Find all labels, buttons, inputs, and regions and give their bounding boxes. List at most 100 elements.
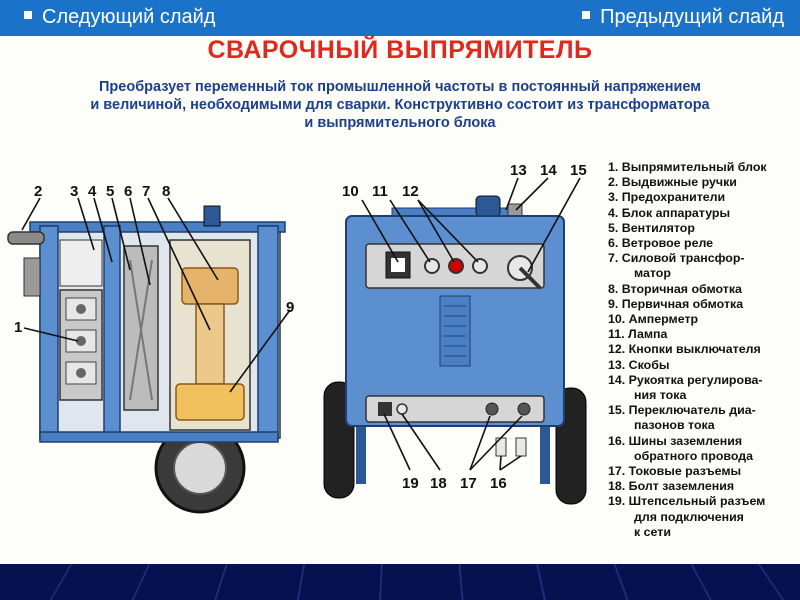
parts-legend: 1. Выпрямительный блок 2. Выдвижные ручк… bbox=[608, 160, 798, 540]
footer-stripe bbox=[379, 564, 383, 600]
legend-item: 1. Выпрямительный блок bbox=[608, 160, 767, 174]
footer-stripe bbox=[757, 564, 785, 600]
legend-item-continuation: для подключения bbox=[634, 509, 744, 524]
callout-labels: 2 3 4 5 6 7 8 9 1 10 11 12 13 14 15 19 1… bbox=[14, 162, 587, 492]
footer-stripe bbox=[296, 564, 306, 600]
vent-slats bbox=[444, 305, 466, 357]
top-rail bbox=[29, 221, 286, 233]
top-handle-knob bbox=[475, 195, 501, 217]
callout-2: 2 bbox=[34, 183, 42, 200]
callout-1: 1 bbox=[14, 319, 22, 336]
pull-out-handle bbox=[7, 231, 45, 245]
legend-item: 6. Ветровое реле bbox=[608, 236, 714, 251]
legend-item: 12. Кнопки выключателя bbox=[608, 342, 761, 357]
fan-blade bbox=[129, 259, 153, 401]
middle-frame-post bbox=[103, 225, 121, 441]
legend-item: 17. Токовые разъемы bbox=[608, 464, 742, 479]
legend-item: 5. Вентилятор bbox=[608, 220, 695, 235]
callout-11: 11 bbox=[372, 183, 388, 200]
description-line: Преобразует переменный ток промышленной … bbox=[99, 79, 701, 95]
front-view bbox=[323, 177, 587, 505]
callout-3: 3 bbox=[70, 183, 78, 200]
callout-18: 18 bbox=[430, 475, 447, 492]
range-switch-lever bbox=[518, 266, 542, 290]
ammeter-dial bbox=[391, 258, 405, 272]
cutaway-leader-lines bbox=[21, 197, 291, 393]
mains-plug-socket bbox=[378, 402, 392, 416]
ground-bus bbox=[515, 437, 527, 457]
description-line: и величиной, необходимыми для сварки. Ко… bbox=[90, 97, 710, 113]
legend-item: 15. Переключатель диа- bbox=[608, 403, 756, 418]
legend-item: 14. Рукоятка регулирова- bbox=[608, 372, 763, 387]
transformer-rod bbox=[195, 303, 225, 385]
callout-6: 6 bbox=[124, 183, 132, 200]
legend-item: 19. Штепсельный разъем bbox=[608, 494, 766, 509]
callout-17: 17 bbox=[460, 475, 477, 492]
switch-button-off bbox=[472, 258, 488, 274]
wheel-hub bbox=[173, 441, 227, 495]
callout-19: 19 bbox=[402, 475, 419, 492]
secondary-winding bbox=[181, 267, 239, 305]
callout-12: 12 bbox=[402, 183, 419, 200]
footer-stripe bbox=[49, 564, 73, 600]
connector-panel bbox=[365, 395, 545, 423]
right-frame-post bbox=[257, 225, 279, 441]
footer-stripe bbox=[214, 564, 228, 600]
slide-title: СВАРОЧНЫЙ ВЫПРЯМИТЕЛЬ bbox=[207, 36, 593, 64]
bullet-icon bbox=[582, 10, 591, 19]
current-socket bbox=[517, 402, 531, 416]
legend-item: 8. Вторичная обмотка bbox=[608, 281, 742, 296]
left-leg bbox=[356, 420, 366, 484]
callout-10: 10 bbox=[342, 183, 359, 200]
callout-16: 16 bbox=[490, 475, 507, 492]
legend-item: 16. Шины заземления bbox=[608, 433, 743, 448]
vent-grille bbox=[439, 295, 471, 367]
rectifier-terminal bbox=[76, 368, 86, 378]
legend-item: 9. Первичная обмотка bbox=[608, 296, 744, 311]
front-leader-lines bbox=[361, 177, 581, 471]
primary-winding bbox=[175, 383, 245, 421]
current-socket bbox=[485, 402, 499, 416]
previous-slide-label: Предыдущий слайд bbox=[600, 6, 784, 28]
legend-item-continuation: матор bbox=[634, 266, 671, 281]
slide-description: Преобразует переменный ток промышленной … bbox=[20, 78, 780, 132]
callout-5: 5 bbox=[106, 183, 114, 200]
callout-9: 9 bbox=[286, 299, 294, 316]
footer-stripe bbox=[536, 564, 546, 600]
legend-item: 10. Амперметр bbox=[608, 312, 699, 327]
bottom-rail bbox=[39, 431, 279, 443]
welding-rectifier-diagram: 2 3 4 5 6 7 8 9 1 10 11 12 13 14 15 19 1… bbox=[7, 162, 587, 514]
previous-slide-link[interactable]: Предыдущий слайд bbox=[582, 6, 784, 29]
footer-stripe bbox=[131, 564, 151, 600]
callout-15: 15 bbox=[570, 162, 587, 179]
legend-item-continuation: пазонов тока bbox=[634, 418, 715, 433]
slide-footer bbox=[0, 564, 800, 600]
legend-item-continuation: к сети bbox=[634, 524, 671, 539]
bullet-icon bbox=[24, 10, 32, 19]
footer-stripe bbox=[690, 564, 712, 600]
top-knob bbox=[203, 205, 221, 227]
callout-4: 4 bbox=[88, 183, 97, 200]
legend-item: 4. Блок аппаратуры bbox=[608, 205, 731, 220]
ground-bolt bbox=[396, 403, 408, 415]
handle-bracket bbox=[23, 257, 41, 297]
legend-item: 2. Выдвижные ручки bbox=[608, 175, 737, 190]
callout-13: 13 bbox=[510, 162, 527, 179]
next-slide-link[interactable]: Следующий слайд bbox=[24, 6, 215, 29]
lamp bbox=[424, 258, 440, 274]
description-line: и выпрямительного блока bbox=[304, 115, 496, 131]
footer-stripe bbox=[458, 564, 464, 600]
legend-item: 18. Болт заземления bbox=[608, 479, 735, 494]
legend-item: 7. Силовой трансфор- bbox=[608, 251, 745, 266]
legend-item: 3. Предохранители bbox=[608, 190, 726, 205]
callout-7: 7 bbox=[142, 183, 150, 200]
next-slide-label: Следующий слайд bbox=[42, 6, 216, 28]
rectifier-terminal bbox=[76, 336, 86, 346]
apparatus-block bbox=[59, 239, 103, 287]
legend-item: 13. Скобы bbox=[608, 357, 670, 372]
legend-item-continuation: ния тока bbox=[634, 388, 687, 403]
cutaway-view bbox=[7, 197, 291, 514]
callout-8: 8 bbox=[162, 183, 170, 200]
callout-14: 14 bbox=[540, 162, 557, 179]
slide-nav-bar: Следующий слайд Предыдущий слайд bbox=[0, 0, 800, 38]
